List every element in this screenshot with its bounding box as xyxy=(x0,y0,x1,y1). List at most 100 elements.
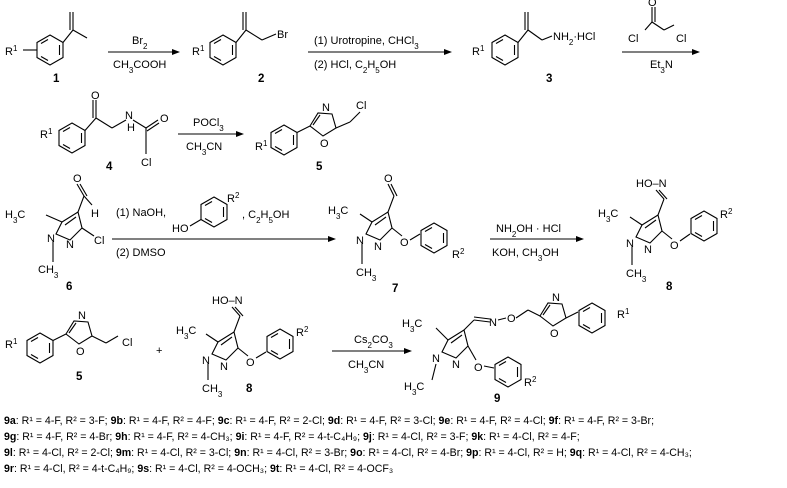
svg-text:POCl3: POCl3 xyxy=(193,117,224,133)
svg-text:O: O xyxy=(648,0,657,9)
compound-label-6: 6 xyxy=(66,281,72,293)
svg-text:R1: R1 xyxy=(255,139,268,154)
legend-text: : R¹ = 4-F, R² = 4-t-C₄H₉; xyxy=(244,431,364,443)
legend-line-4: 9r: R¹ = 4-Cl, R² = 4-t-C₄H₉; 9s: R¹ = 4… xyxy=(4,461,784,477)
legend-text: : R¹ = 4-F, R² = 2-Cl; xyxy=(229,415,328,427)
svg-text:Cl: Cl xyxy=(356,100,366,112)
svg-text:CH3CN: CH3CN xyxy=(186,141,222,157)
compound-5-repeat: N O Cl R1 5 xyxy=(5,310,132,383)
reaction-arrow-2: (1) Urotropine, CHCl3 (2) HCl, C2H5OH xyxy=(308,35,452,75)
compound-label-9: 9 xyxy=(494,393,500,405)
svg-text:N: N xyxy=(125,110,133,122)
svg-text:O: O xyxy=(507,313,516,325)
svg-text:KOH, CH3OH: KOH, CH3OH xyxy=(492,247,559,263)
legend-text: : R¹ = 4-Cl, R² = 4-OCF₃ xyxy=(279,463,394,475)
svg-text:O: O xyxy=(384,173,393,185)
legend-id: 9c xyxy=(217,415,230,427)
legend-id: 9a xyxy=(4,415,16,427)
legend-id: 9k xyxy=(471,431,484,443)
svg-text:N: N xyxy=(432,353,440,365)
legend-id: 9r xyxy=(4,463,15,475)
reaction-arrow-1: Br2 CH3COOH xyxy=(108,35,180,75)
svg-text:CH3: CH3 xyxy=(202,383,223,399)
svg-text:O: O xyxy=(400,237,409,249)
svg-text:N: N xyxy=(626,238,634,250)
legend-text: : R¹ = 4-Cl, R² = 4-t-C₄H₉; xyxy=(14,463,138,475)
legend-id: 9b xyxy=(110,415,123,427)
legend-text: : R¹ = 4-F, R² = 4-Br; xyxy=(16,431,116,443)
svg-text:O: O xyxy=(73,173,82,185)
svg-text:R2: R2 xyxy=(720,207,733,222)
legend-id: 9e xyxy=(438,415,451,427)
compound-1: R1 1 xyxy=(5,12,88,85)
svg-text:O: O xyxy=(91,90,100,102)
plus-sign: + xyxy=(156,345,162,357)
svg-text:R2: R2 xyxy=(524,375,537,390)
svg-text:N: N xyxy=(552,292,560,304)
svg-text:NH2·HCl: NH2·HCl xyxy=(553,31,595,47)
svg-text:H3C: H3C xyxy=(598,208,618,224)
legend-text: : R¹ = 4-F, R² = 4-CH₃; xyxy=(127,431,236,443)
svg-text:H3C: H3C xyxy=(402,318,422,334)
svg-text:R1: R1 xyxy=(192,44,205,59)
svg-text:N: N xyxy=(66,239,74,251)
svg-text:H3C: H3C xyxy=(5,209,25,225)
legend-id: 9d xyxy=(327,415,341,427)
legend-line-2: 9g: R¹ = 4-F, R² = 4-Br; 9h: R¹ = 4-F, R… xyxy=(4,429,784,445)
legend-id: 9l xyxy=(4,447,13,459)
compound-4: O N H O Cl R1 4 xyxy=(40,90,169,173)
legend-text: : R¹ = 4-F, R² = 4-F; xyxy=(122,415,218,427)
svg-text:O: O xyxy=(670,240,679,252)
compound-3: NH2·HCl R1 3 xyxy=(472,12,595,85)
compound-label-4: 4 xyxy=(106,161,113,173)
legend-text: : R¹ = 4-Cl, R² = 4-OCH₃; xyxy=(149,463,270,475)
svg-text:HO–N: HO–N xyxy=(212,295,243,307)
legend-id: 9p xyxy=(466,447,479,459)
svg-text:N: N xyxy=(452,359,460,371)
svg-text:R1: R1 xyxy=(40,127,53,142)
compound-6: H3C O H Cl N N CH3 6 xyxy=(5,173,104,293)
legend-text: : R¹ = 4-Cl, R² = 4-CH₃; xyxy=(582,447,692,459)
reaction-arrow-3: O Cl Cl Et3N xyxy=(622,0,700,75)
svg-text:(2) DMSO: (2) DMSO xyxy=(116,247,166,259)
compound-label-5: 5 xyxy=(316,161,323,173)
svg-text:Et3N: Et3N xyxy=(650,59,673,75)
svg-text:R1: R1 xyxy=(5,44,18,59)
svg-text:N: N xyxy=(489,317,497,329)
legend-id: 9f xyxy=(548,415,559,427)
svg-text:N: N xyxy=(644,244,652,256)
compound-label-1: 1 xyxy=(53,73,60,85)
svg-text:, C2H5OH: , C2H5OH xyxy=(242,209,289,225)
svg-text:CH3: CH3 xyxy=(38,264,59,280)
svg-text:CH3CN: CH3CN xyxy=(348,359,384,375)
legend-text: : R¹ = 4-Cl, R² = 4-Br; xyxy=(362,447,467,459)
svg-text:H3C: H3C xyxy=(404,381,424,397)
svg-text:O: O xyxy=(76,346,85,358)
legend-text: : R¹ = 4-Cl, R² = H; xyxy=(478,447,570,459)
svg-text:Cs2CO3: Cs2CO3 xyxy=(354,334,393,350)
reaction-arrow-5: (1) NaOH, HO R2 , C2H5OH (2) DMSO xyxy=(112,191,336,259)
legend-text: : R¹ = 4-Cl, R² = 4-F; xyxy=(483,431,580,443)
legend-id: 9j xyxy=(363,431,372,443)
legend-line-1: 9a: R¹ = 4-F, R² = 3-F; 9b: R¹ = 4-F, R²… xyxy=(4,413,784,429)
svg-text:O: O xyxy=(246,357,255,369)
svg-text:N: N xyxy=(47,233,55,245)
svg-text:5: 5 xyxy=(76,371,83,383)
svg-text:N: N xyxy=(202,355,210,367)
legend-text: : R¹ = 4-Cl, R² = 2-Cl; xyxy=(12,447,116,459)
svg-text:N: N xyxy=(322,102,330,114)
reaction-arrow-4: POCl3 CH3CN xyxy=(178,117,244,157)
legend-line-3: 9l: R¹ = 4-Cl, R² = 2-Cl; 9m: R¹ = 4-Cl,… xyxy=(4,445,784,461)
compound-label-7: 7 xyxy=(392,283,398,295)
legend-text: : R¹ = 4-Cl, R² = 3-F; xyxy=(371,431,472,443)
svg-text:HO–N: HO–N xyxy=(636,178,667,190)
svg-text:R1: R1 xyxy=(617,307,630,322)
legend-text: : R¹ = 4-F, R² = 4-Cl; xyxy=(450,415,549,427)
legend-id: 9n xyxy=(234,447,247,459)
acyl-cl-1: Cl xyxy=(628,33,638,45)
svg-text:Cl: Cl xyxy=(141,157,151,169)
substituent-legend: 9a: R¹ = 4-F, R² = 3-F; 9b: R¹ = 4-F, R²… xyxy=(4,413,784,477)
legend-text: : R¹ = 4-F, R² = 3-Cl; xyxy=(340,415,439,427)
compound-7: H3C O O R2 N N CH3 7 xyxy=(328,173,465,295)
svg-text:N: N xyxy=(374,241,382,253)
